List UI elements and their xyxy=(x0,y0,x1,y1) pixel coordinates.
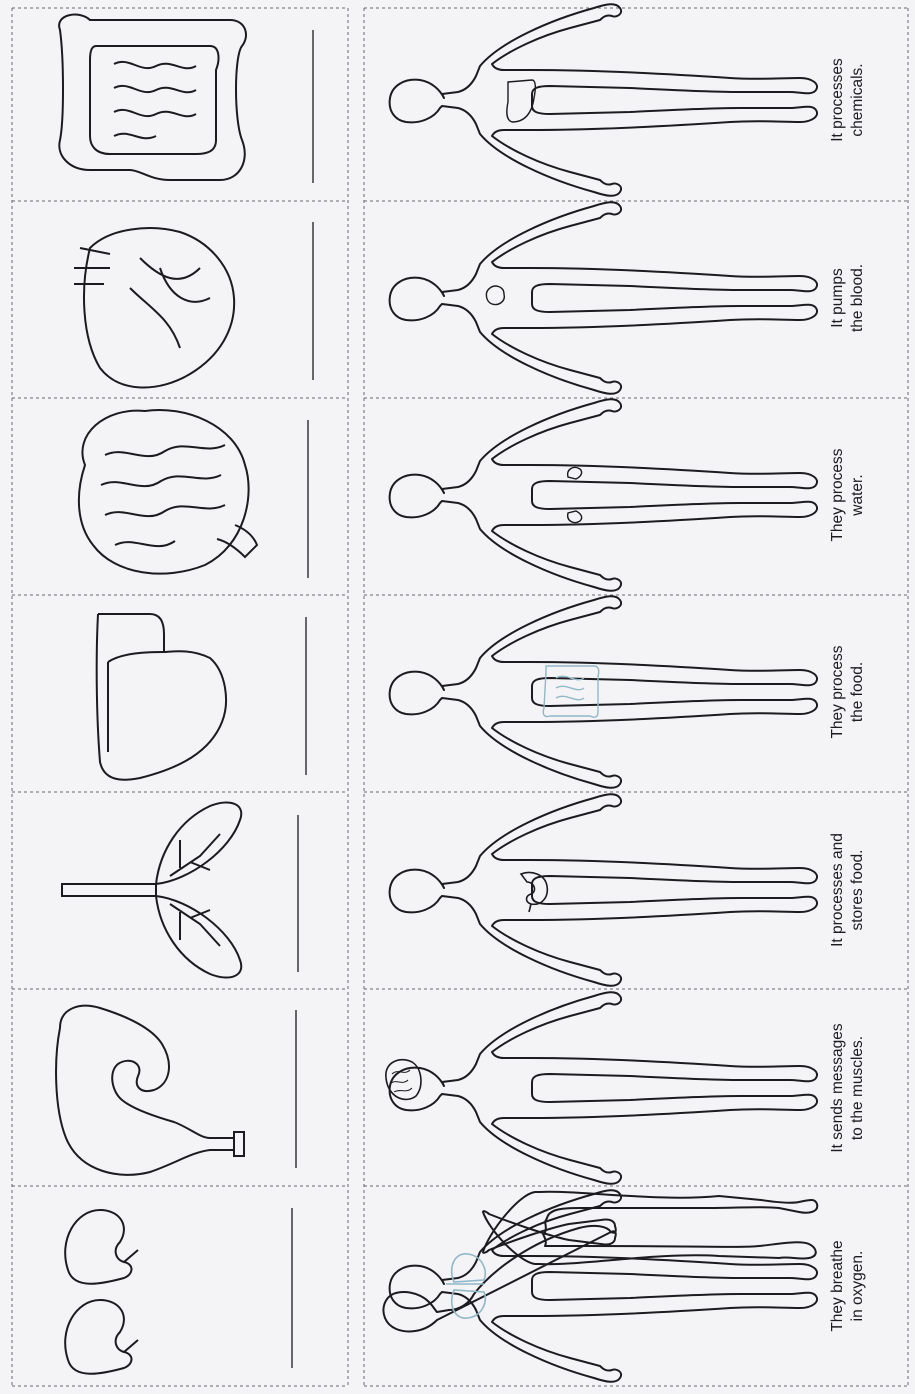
caption-process-food: They process the food. xyxy=(812,602,884,782)
organ-card-heart xyxy=(74,228,234,387)
caption-stores-food: It processes and stores food. xyxy=(812,800,884,980)
kidneys-icon xyxy=(65,1210,138,1374)
body-card-stomach xyxy=(390,794,817,986)
organ-card-liver xyxy=(97,614,226,780)
heart-icon xyxy=(486,286,504,305)
lungs-icon xyxy=(446,1254,485,1318)
heart-icon xyxy=(74,228,234,387)
intestines-icon xyxy=(543,666,599,717)
caption-messages: It sends messages to the muscles. xyxy=(812,998,884,1178)
body-card-intestines xyxy=(390,596,817,788)
organ-card-lungs xyxy=(62,802,241,977)
caption-process-water: They process water. xyxy=(812,405,884,585)
caption-pumps-blood: It pumps the blood. xyxy=(812,208,884,388)
body-card-lungs xyxy=(390,1190,817,1382)
intestines-icon xyxy=(59,15,246,180)
lungs-icon xyxy=(62,802,241,977)
body-card-brain xyxy=(386,992,817,1184)
body-card-liver xyxy=(390,4,817,196)
liver-icon xyxy=(97,614,226,780)
kidneys-icon xyxy=(568,467,582,522)
organ-card-kidneys xyxy=(65,1210,138,1374)
organ-card-intestines xyxy=(59,15,246,180)
caption-breathe: They breathe in oxygen. xyxy=(812,1196,884,1376)
stomach-icon xyxy=(56,1006,244,1175)
organ-card-brain xyxy=(79,410,257,574)
brain-icon xyxy=(79,410,257,574)
organ-card-stomach xyxy=(56,1006,244,1175)
caption-chemicals: It processes chemicals. xyxy=(812,10,884,190)
body-card-heart xyxy=(390,202,817,394)
body-card-kidneys xyxy=(390,399,817,591)
